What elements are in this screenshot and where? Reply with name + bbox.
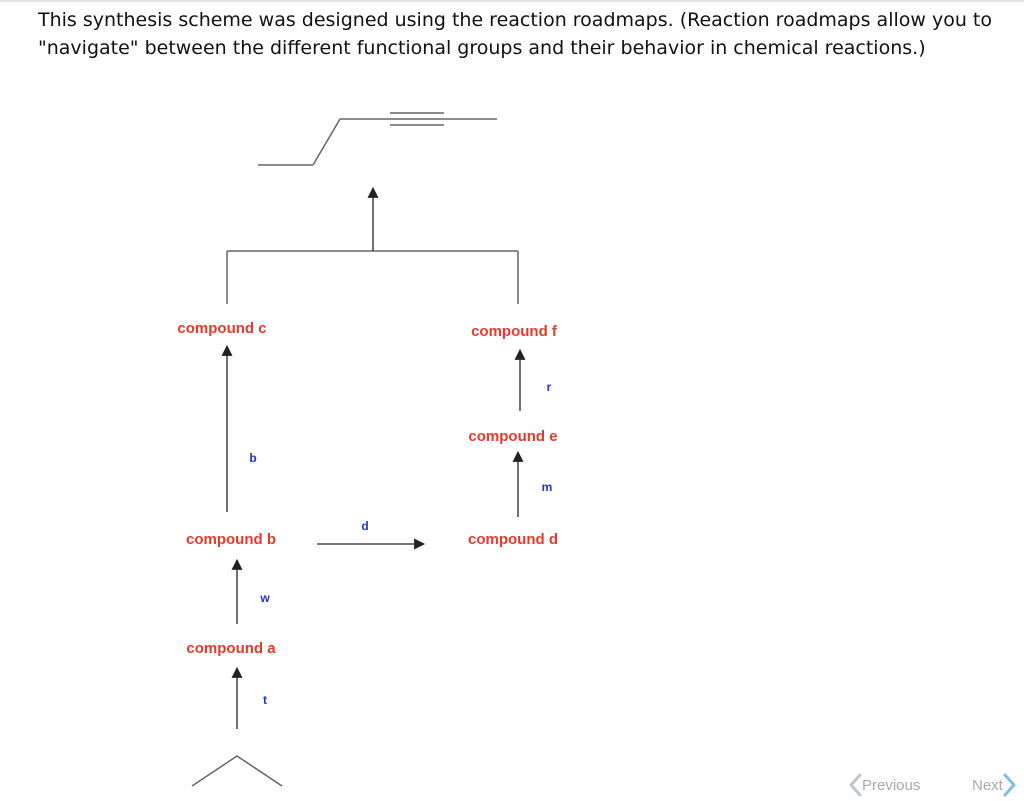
compound-d-label: compound d bbox=[468, 531, 558, 548]
starting-material-structure bbox=[191, 755, 283, 787]
compound-a-label: compound a bbox=[186, 640, 276, 657]
next-button-label: Next bbox=[972, 776, 1003, 794]
reagent-m-label: m bbox=[542, 480, 553, 494]
reagent-b-label: b bbox=[249, 451, 256, 465]
compound-c-label: compound c bbox=[177, 320, 266, 337]
chevron-right-icon bbox=[1003, 773, 1016, 797]
reagent-r-label: r bbox=[547, 380, 552, 394]
reagent-d-label: d bbox=[361, 519, 368, 533]
chevron-left-icon bbox=[849, 773, 862, 797]
target-molecule-structure bbox=[258, 112, 497, 166]
reagent-t-label: t bbox=[263, 693, 267, 707]
question-intro-text: This synthesis scheme was designed using… bbox=[38, 9, 992, 59]
compound-f-label: compound f bbox=[471, 323, 558, 340]
top-divider bbox=[0, 0, 1024, 2]
previous-button[interactable]: Previous bbox=[848, 772, 920, 798]
previous-button-label: Previous bbox=[862, 776, 921, 794]
convergence-bracket bbox=[226, 250, 519, 304]
next-button[interactable]: Next bbox=[972, 772, 1017, 798]
compound-b-label: compound b bbox=[186, 531, 276, 548]
reagent-w-label: w bbox=[259, 591, 270, 605]
compound-e-label: compound e bbox=[468, 428, 557, 445]
